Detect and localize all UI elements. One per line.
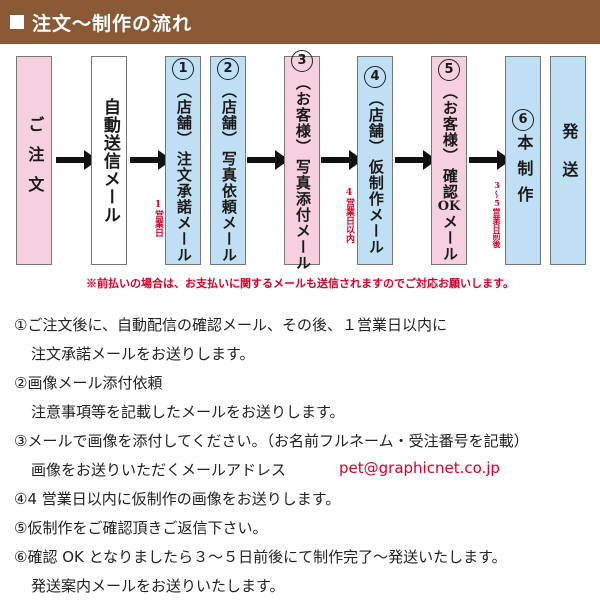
header-bar: 注文～制作の流れ	[0, 0, 600, 44]
flow-step-auto-mail-label: 自動送信メール	[99, 97, 120, 224]
flow-step-confirm-label-mail: メール	[440, 213, 459, 262]
step-number-badge: 1	[172, 58, 194, 80]
step-description-line: ③メールで画像を添付してください。（お名前フルネーム・受注番号を記載）	[14, 432, 529, 450]
flow-step-confirm-label-2: 認	[440, 184, 459, 201]
step-description-line: ④4 営業日以内に仮制作の画像をお送りします。	[14, 490, 341, 508]
flow-step-production-label: 本制作	[514, 134, 534, 212]
flow-step-production: 6 本制作	[505, 56, 541, 265]
step-description-line: 発送案内メールをお送りいたします。	[31, 577, 285, 595]
step-number-badge: 4	[364, 66, 386, 88]
flow-step-photo-request-mail: 2 （店舗） 写真依頼メール	[210, 56, 246, 265]
flow-step-confirm-label-1: 確	[440, 168, 459, 185]
step-description-line: 注文承諾メールをお送りします。	[31, 345, 255, 363]
step-number-badge: 6	[512, 109, 534, 131]
flow-step-draft-mail: 4 （店舗） 仮制作メール	[357, 56, 393, 265]
step-number-badge: 2	[217, 58, 239, 80]
flow-step-confirm-label-ok: OK	[437, 199, 461, 215]
flow-step-acceptance-mail-label: 注文承諾メール	[174, 151, 193, 263]
flow-step-shipping: 発送	[550, 56, 586, 265]
arrow-right-icon	[469, 150, 511, 170]
note-1-business-day: 1営業日	[153, 200, 163, 237]
flow-step-draft-mail-label: 仮制作メール	[366, 159, 385, 255]
step-description-line: ⑤仮制作をご確認頂きご返信下さい。	[14, 519, 268, 537]
step-number-badge: 5	[438, 59, 460, 82]
step-description-line: 注意事項等を記載したメールをお送りします。	[31, 403, 345, 421]
note-3-5-business-days: 3～5営業日前後	[492, 180, 502, 248]
step-number-badge: 3	[291, 50, 313, 72]
flow-step-acceptance-mail: 1 （店舗） 注文承諾メール	[165, 56, 201, 265]
flow-step-actor: （店舗）	[366, 91, 385, 155]
step-description-line: ①ご注文後に、自動配信の確認メール、その後、１営業日以内に	[14, 316, 448, 334]
page-title: 注文～制作の流れ	[32, 12, 193, 35]
flow-step-actor: （店舗）	[219, 83, 238, 147]
arrow-right-icon	[321, 150, 363, 170]
flow-step-photo-attach-mail-label: 写真添付メール	[293, 159, 312, 271]
arrow-right-icon	[395, 150, 437, 170]
note-4-business-days: 4営業日以内	[344, 188, 354, 243]
flow-step-auto-mail: 自動送信メール	[91, 56, 127, 265]
square-icon	[10, 15, 24, 29]
flow-step-actor: （お客様）	[293, 75, 312, 155]
flow-step-photo-request-mail-label: 写真依頼メール	[219, 151, 238, 263]
arrow-right-icon	[247, 150, 289, 170]
flow-step-actor: （店舗）	[174, 83, 193, 147]
step-description-line: ②画像メール添付依頼	[14, 374, 163, 392]
flow-step-confirm-ok-mail: 5 （お客様） 確 認 OK メール	[431, 56, 467, 265]
flow-step-actor: （お客様）	[440, 84, 459, 165]
flow-step-order-label: ご注文	[25, 115, 45, 206]
email-address: pet@graphicnet.co.jp	[339, 459, 500, 477]
flow-step-shipping-label: 発送	[559, 122, 579, 199]
prepayment-notice: ※前払いの場合は、お支払いに関するメールも送信されますのでご対応お願いします。	[86, 277, 514, 290]
step-description-line: ⑥確認 OK となりましたら３～５日前後にて制作完了～発送いたします。	[14, 548, 507, 566]
flow-step-order: ご注文	[16, 56, 52, 265]
step-description-line: 画像をお送りいただくメールアドレス	[31, 461, 287, 479]
flow-step-photo-attach-mail: 3 （お客様） 写真添付メール	[284, 50, 320, 271]
